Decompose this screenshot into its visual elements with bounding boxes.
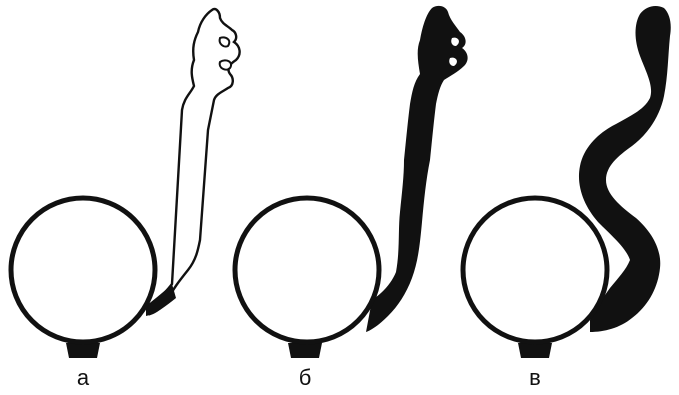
panel-a-bladder	[11, 198, 155, 342]
panel-b-bladder	[235, 198, 379, 342]
panel-a-urethra	[66, 343, 100, 358]
panel-b-urethra	[288, 343, 322, 358]
panel-label-v: в	[515, 365, 555, 391]
panel-b-ureter	[366, 6, 468, 332]
panel-c-bladder	[463, 198, 607, 342]
panel-label-b: б	[285, 365, 325, 391]
panel-a-ureter	[150, 9, 240, 314]
panel-b-drawing	[235, 6, 468, 358]
panel-a-drawing	[11, 9, 240, 358]
panel-c-urethra	[518, 343, 552, 358]
panel-c-drawing	[463, 6, 671, 358]
panel-label-a: а	[63, 365, 103, 391]
